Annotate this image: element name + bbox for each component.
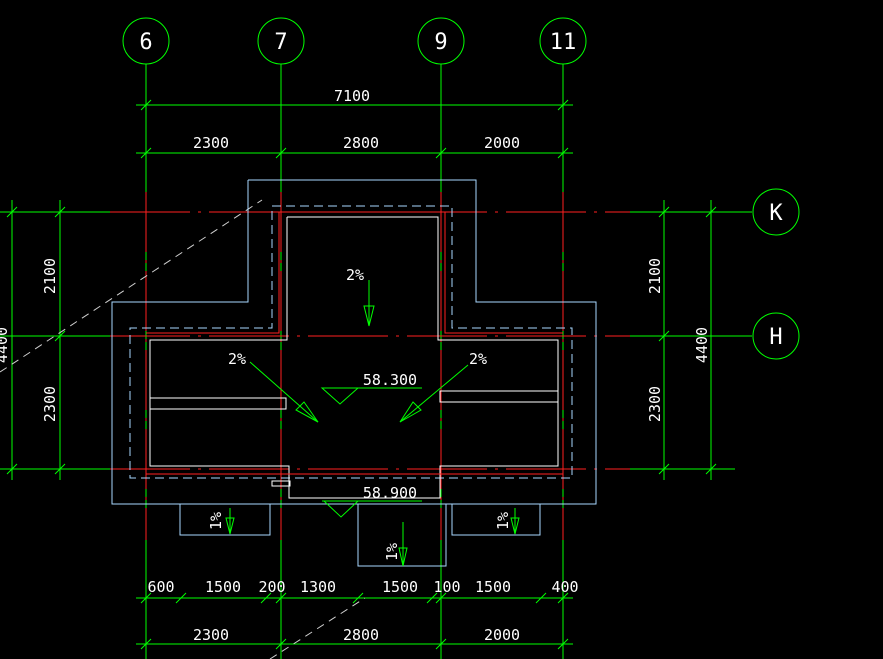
dim-top-seg-2: 2800 [343, 134, 379, 152]
inner-walls [149, 216, 559, 499]
bottom-dimension-segments: 2300 2800 2000 [136, 626, 573, 650]
axis-bubble-H: H [752, 312, 800, 360]
dim-left-seg-2: 2300 [41, 386, 59, 422]
top-dimension-total: 7100 [136, 87, 573, 111]
dim-bottom-detail-2: 1500 [205, 578, 241, 596]
left-dimension-chains: 4400 2100 2300 [0, 200, 66, 480]
axis-label-11: 11 [550, 30, 577, 55]
right-dimension-chains: 2100 2300 4400 [646, 200, 717, 480]
vertical-axis-lines [145, 64, 564, 659]
dim-bottom-seg-1: 2300 [193, 626, 229, 644]
slope-small-left: 1% [207, 512, 225, 530]
dim-left-total: 4400 [0, 327, 11, 363]
dim-top-total: 7100 [334, 87, 370, 105]
axis-label-9: 9 [434, 30, 447, 55]
axis-bubble-11: 11 [539, 17, 587, 65]
slope-right: 2% [469, 350, 487, 368]
dim-bottom-detail-8: 400 [551, 578, 578, 596]
dim-bottom-seg-3: 2000 [484, 626, 520, 644]
dim-left-seg-1: 2100 [41, 258, 59, 294]
dim-bottom-detail-5: 1500 [382, 578, 418, 596]
slope-small-center: 1% [383, 543, 401, 561]
dim-bottom-seg-2: 2800 [343, 626, 379, 644]
top-dimension-segments: 2300 2800 2000 [136, 134, 573, 159]
axis-label-H: H [769, 325, 782, 350]
axis-label-7: 7 [274, 30, 287, 55]
construction-lines [0, 199, 366, 659]
parapet-dashed-outline [129, 205, 573, 479]
elev-upper: 58.300 [363, 371, 417, 389]
dim-top-seg-1: 2300 [193, 134, 229, 152]
axis-bubble-6: 6 [122, 17, 170, 65]
axis-bubble-9: 9 [417, 17, 465, 65]
dim-bottom-detail-3: 200 [258, 578, 285, 596]
dim-bottom-detail-1: 600 [147, 578, 174, 596]
dim-bottom-detail-4: 1300 [300, 578, 336, 596]
roof-outline-outer [111, 179, 597, 567]
dim-top-seg-3: 2000 [484, 134, 520, 152]
dim-bottom-detail-7: 1500 [475, 578, 511, 596]
slope-left: 2% [228, 350, 246, 368]
axis-label-K: K [769, 201, 783, 226]
axis-label-6: 6 [139, 30, 152, 55]
bottom-dimension-detail: 600 1500 200 1300 1500 100 1500 400 [136, 578, 579, 604]
slope-small-right: 1% [494, 512, 512, 530]
axis-bubble-K: K [752, 188, 800, 236]
axis-bubble-7: 7 [257, 17, 305, 65]
dim-bottom-detail-6: 100 [433, 578, 460, 596]
dim-right-total: 4400 [693, 327, 711, 363]
slope-labels: 2% 2% 2% 1% 1% 1% [207, 266, 512, 561]
slope-top: 2% [346, 266, 364, 284]
elev-lower: 58.900 [363, 484, 417, 502]
elevation-marker-upper: 58.300 [320, 371, 422, 405]
red-inner-lines [146, 211, 563, 475]
dim-right-seg-2: 2300 [646, 386, 664, 422]
horizontal-axis-lines [0, 211, 752, 470]
dim-right-seg-1: 2100 [646, 258, 664, 294]
elevation-marker-lower: 58.900 [322, 484, 422, 518]
drainage-arrows [225, 280, 520, 567]
